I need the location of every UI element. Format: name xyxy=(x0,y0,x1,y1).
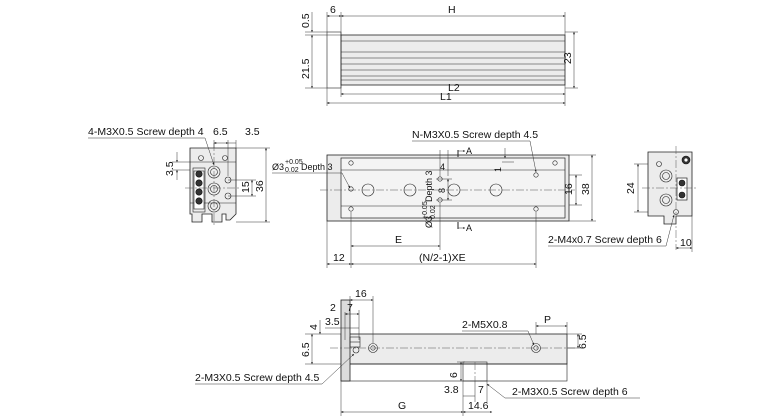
bore-top-dia: Ø3 xyxy=(272,162,284,172)
section-dim-3-5: 3.5 xyxy=(325,316,340,328)
right-dim-24: 24 xyxy=(625,182,637,194)
left-dim-15: 15 xyxy=(240,181,252,193)
section-dim-16: 16 xyxy=(355,288,367,300)
right-port-1 xyxy=(659,169,673,183)
front-dim-1: 1 xyxy=(493,167,503,172)
dim-l2: L2 xyxy=(448,82,460,94)
top-view-body xyxy=(340,34,566,86)
section-dim-3-8: 3.8 xyxy=(444,384,459,396)
left-dim-3-5-top: 3.5 xyxy=(245,126,260,138)
callout-m4-screw: 2-M4x0.7 Screw depth 6 xyxy=(548,234,662,246)
right-terminal-1 xyxy=(678,179,686,187)
front-dim-8: 8 xyxy=(437,188,447,193)
section-body xyxy=(340,333,568,365)
section-dim-2: 2 xyxy=(330,302,336,314)
section-dim-g: G xyxy=(398,400,406,412)
section-dim-6-5: 6.5 xyxy=(300,342,312,357)
dim-total-23: 23 xyxy=(562,52,574,64)
right-terminal-2 xyxy=(678,191,686,199)
bore-side-depth: Depth 3 xyxy=(424,170,434,202)
section-dim-14-6: 14.6 xyxy=(468,400,489,412)
body-hole-4 xyxy=(489,183,503,197)
right-end-view: 24 10 2-M4x0.7 Screw depth 6 xyxy=(548,146,698,252)
bore-side-tol-plus: +0.05 xyxy=(422,201,429,219)
body-hole-1 xyxy=(361,183,375,197)
terminal-2 xyxy=(195,179,203,187)
body-hole-2 xyxy=(403,183,417,197)
section-mark-a-top: A xyxy=(466,146,472,156)
section-dim-6: 6 xyxy=(448,372,460,378)
dim-l1: L1 xyxy=(440,91,452,103)
section-view: 16 2 7 3.5 6.5 4 2-M5X0.8 P 6.5 2-M3X0.5… xyxy=(195,288,640,416)
front-view: A A N-M3X0.5 Screw depth 4.5 4 1 Ø3 +0.0… xyxy=(272,129,596,268)
bore-top-tol-plus: +0.05 xyxy=(285,159,303,166)
left-dim-36: 36 xyxy=(254,180,266,192)
dim-thk-0-5: 0.5 xyxy=(300,13,312,28)
bore-side-tol-minus: 0.02 xyxy=(430,205,437,219)
section-dim-7: 7 xyxy=(347,302,353,314)
front-dim-38: 38 xyxy=(580,183,592,195)
top-view: 6 H 0.5 21.5 23 L2 L1 xyxy=(300,4,578,106)
bore-side-dia: Ø3 xyxy=(424,216,434,228)
dim-width-6: 6 xyxy=(330,4,336,16)
section-mark-a-bottom: A xyxy=(466,223,472,233)
front-dim-e: E xyxy=(395,234,402,246)
front-dim-16: 16 xyxy=(563,183,575,195)
section-dim-4: 4 xyxy=(308,324,320,330)
callout-m3-left: 2-M3X0.5 Screw depth 4.5 xyxy=(195,372,319,384)
section-dim-7-bottom: 7 xyxy=(478,384,484,396)
dim-h: H xyxy=(448,4,456,16)
dim-height-21-5: 21.5 xyxy=(300,58,312,79)
bore-top-depth: Depth 3 xyxy=(301,162,333,172)
left-dim-3-5-left: 3.5 xyxy=(164,161,176,176)
terminal-3 xyxy=(195,188,203,196)
terminal-1 xyxy=(195,170,203,178)
callout-n-screw: N-M3X0.5 Screw depth 4.5 xyxy=(412,129,538,141)
top-view-end-plate xyxy=(326,31,342,89)
right-dim-10: 10 xyxy=(680,237,692,249)
left-end-view: 4-M3X0.5 Screw depth 4 6.5 3.5 3.5 15 36 xyxy=(88,126,270,226)
section-dim-6-5-right: 6.5 xyxy=(577,334,589,349)
front-dim-pitch: (N/2-1)XE xyxy=(419,252,466,264)
front-dim-4: 4 xyxy=(440,162,445,172)
right-port-2 xyxy=(659,193,673,207)
left-dim-6-5: 6.5 xyxy=(213,126,228,138)
left-callout: 4-M3X0.5 Screw depth 4 xyxy=(88,126,204,138)
callout-m5: 2-M5X0.8 xyxy=(462,319,508,331)
front-dim-12: 12 xyxy=(333,252,345,264)
terminal-4 xyxy=(195,197,203,205)
section-dim-p: P xyxy=(544,314,551,326)
callout-m3-right: 2-M3X0.5 Screw depth 6 xyxy=(512,386,628,398)
bore-top-tol-minus: 0.02 xyxy=(285,167,299,174)
